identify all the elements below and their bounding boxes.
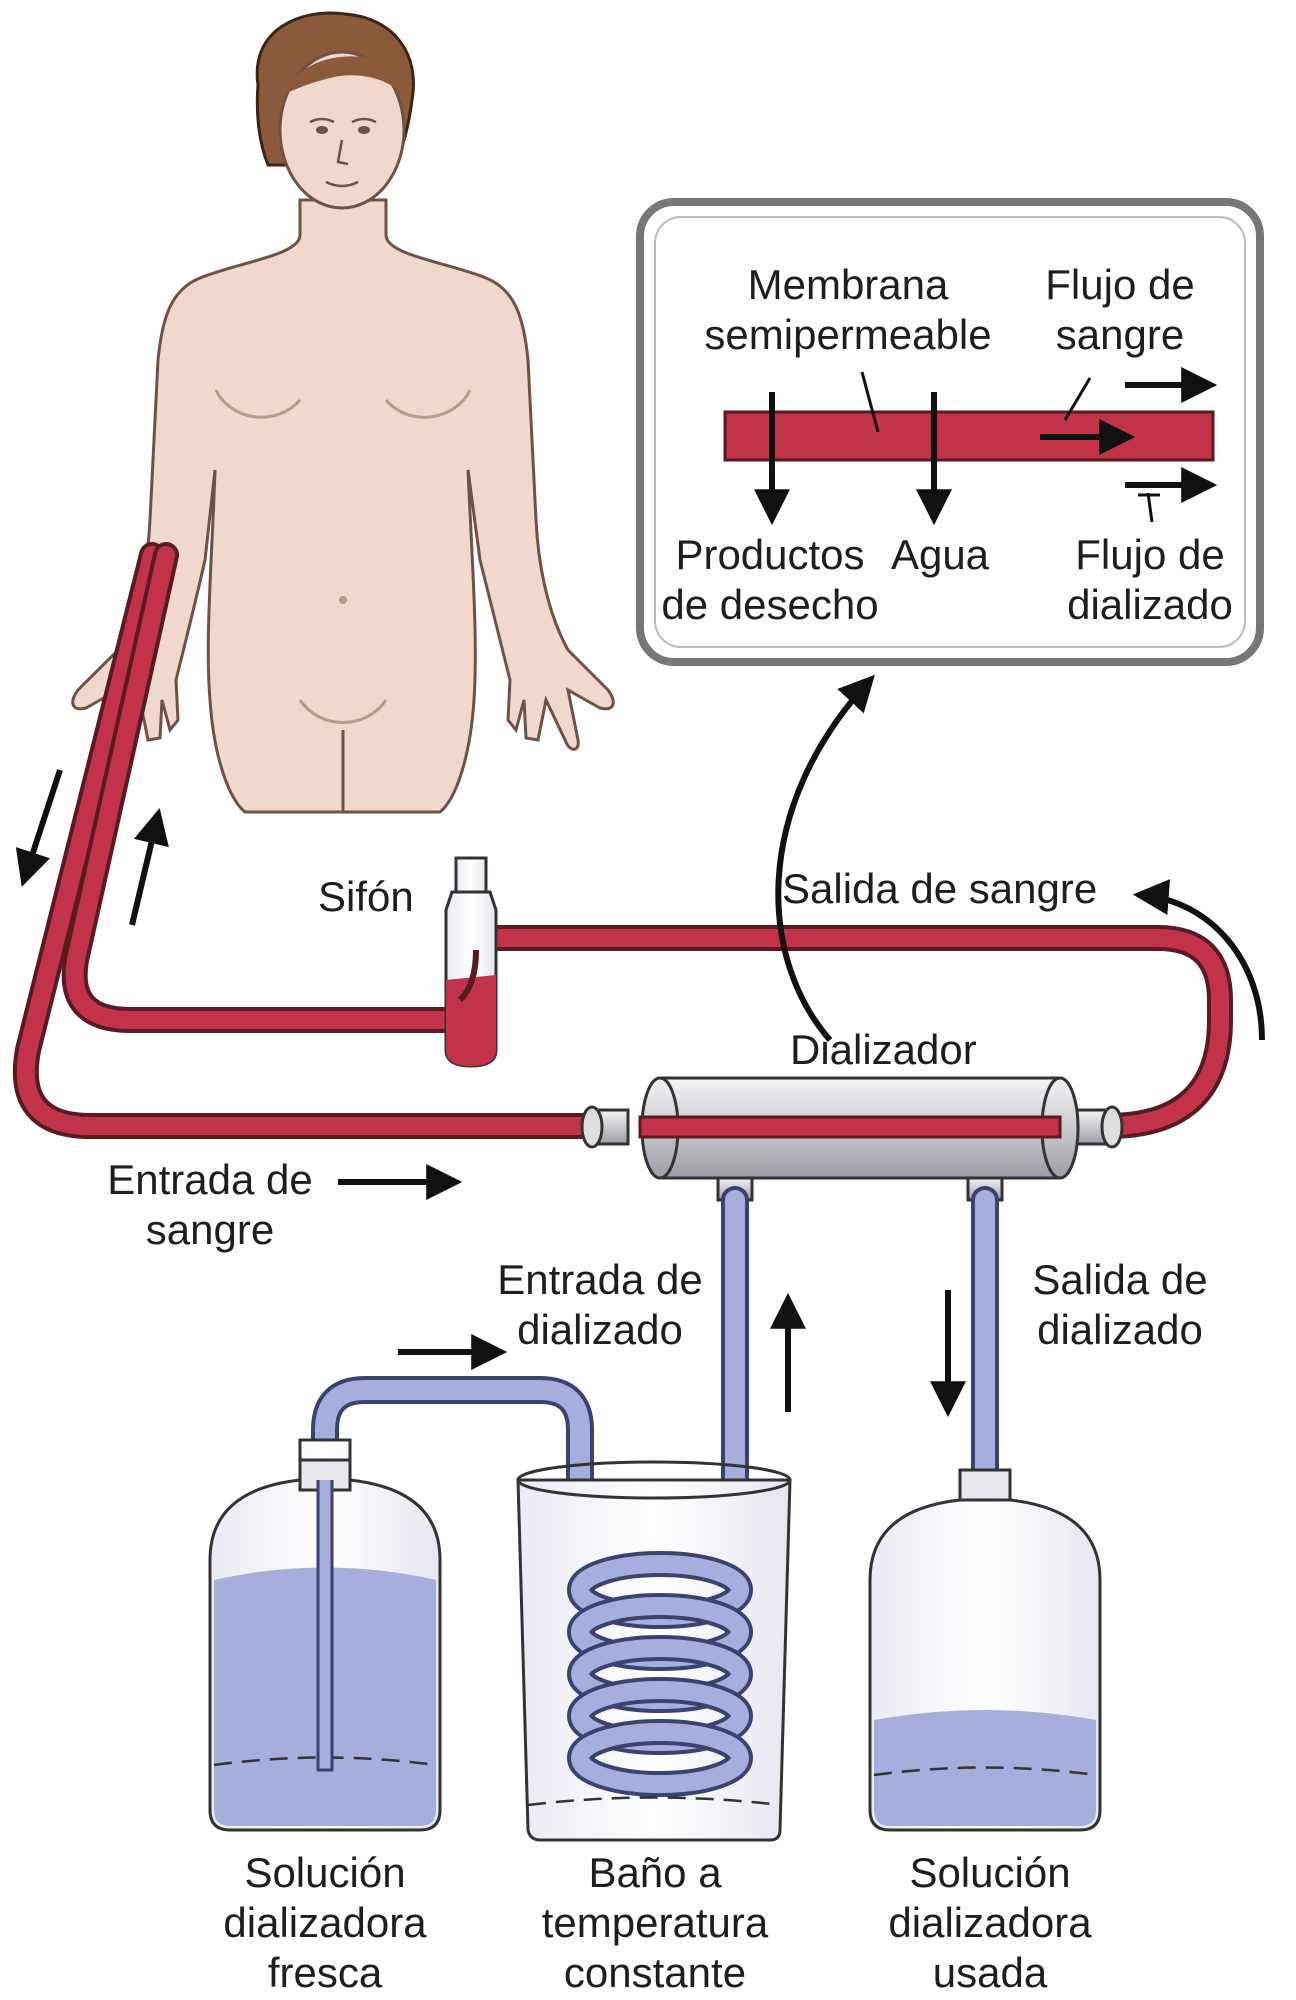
arm-flow-up-arrow <box>129 807 169 926</box>
used-solution-bottle <box>868 1468 1102 1832</box>
patient-figure <box>71 11 615 814</box>
patient-body <box>71 198 615 814</box>
heating-coil <box>567 1551 753 1797</box>
used-solution-label: Solución dializadora usada <box>888 1849 1092 1996</box>
arm-flow-down-arrow <box>15 769 63 887</box>
flow-arrows <box>15 674 1265 1418</box>
fresh-solution-label: Solución dializadora fresca <box>223 1849 427 1996</box>
membrane-inset <box>636 198 1264 666</box>
blood-out-arrow <box>1132 879 1265 1041</box>
water-label: Agua <box>890 531 990 578</box>
dialyzer <box>580 1076 1124 1202</box>
membrane-label: Membrana semipermeable <box>704 261 992 358</box>
siphon-chamber <box>444 856 498 1068</box>
semipermeable-membrane <box>723 410 1215 462</box>
siphon-label: Sifón <box>318 873 414 920</box>
blood-in-label: Entrada de sangre <box>107 1156 313 1253</box>
to-inset-arrow <box>775 674 875 1042</box>
bath-label: Baño a temperatura constante <box>541 1849 769 1996</box>
dialysate-flow-label: Flujo de dializado <box>1067 531 1233 628</box>
patient-head <box>278 50 406 210</box>
waste-products-label: Productos de desecho <box>661 531 879 628</box>
blood-out-label: Salida de sangre <box>782 865 1098 912</box>
dialyzer-label: Dializador <box>790 1026 977 1073</box>
blood-flow-label: Flujo de sangre <box>1045 261 1195 358</box>
dialysate-out-label: Salida de dializado <box>1032 1256 1208 1353</box>
fresh-solution-bottle <box>208 1438 442 1832</box>
constant-temperature-bath <box>516 1460 792 1842</box>
dialysate-in-label: Entrada de dializado <box>497 1256 703 1353</box>
